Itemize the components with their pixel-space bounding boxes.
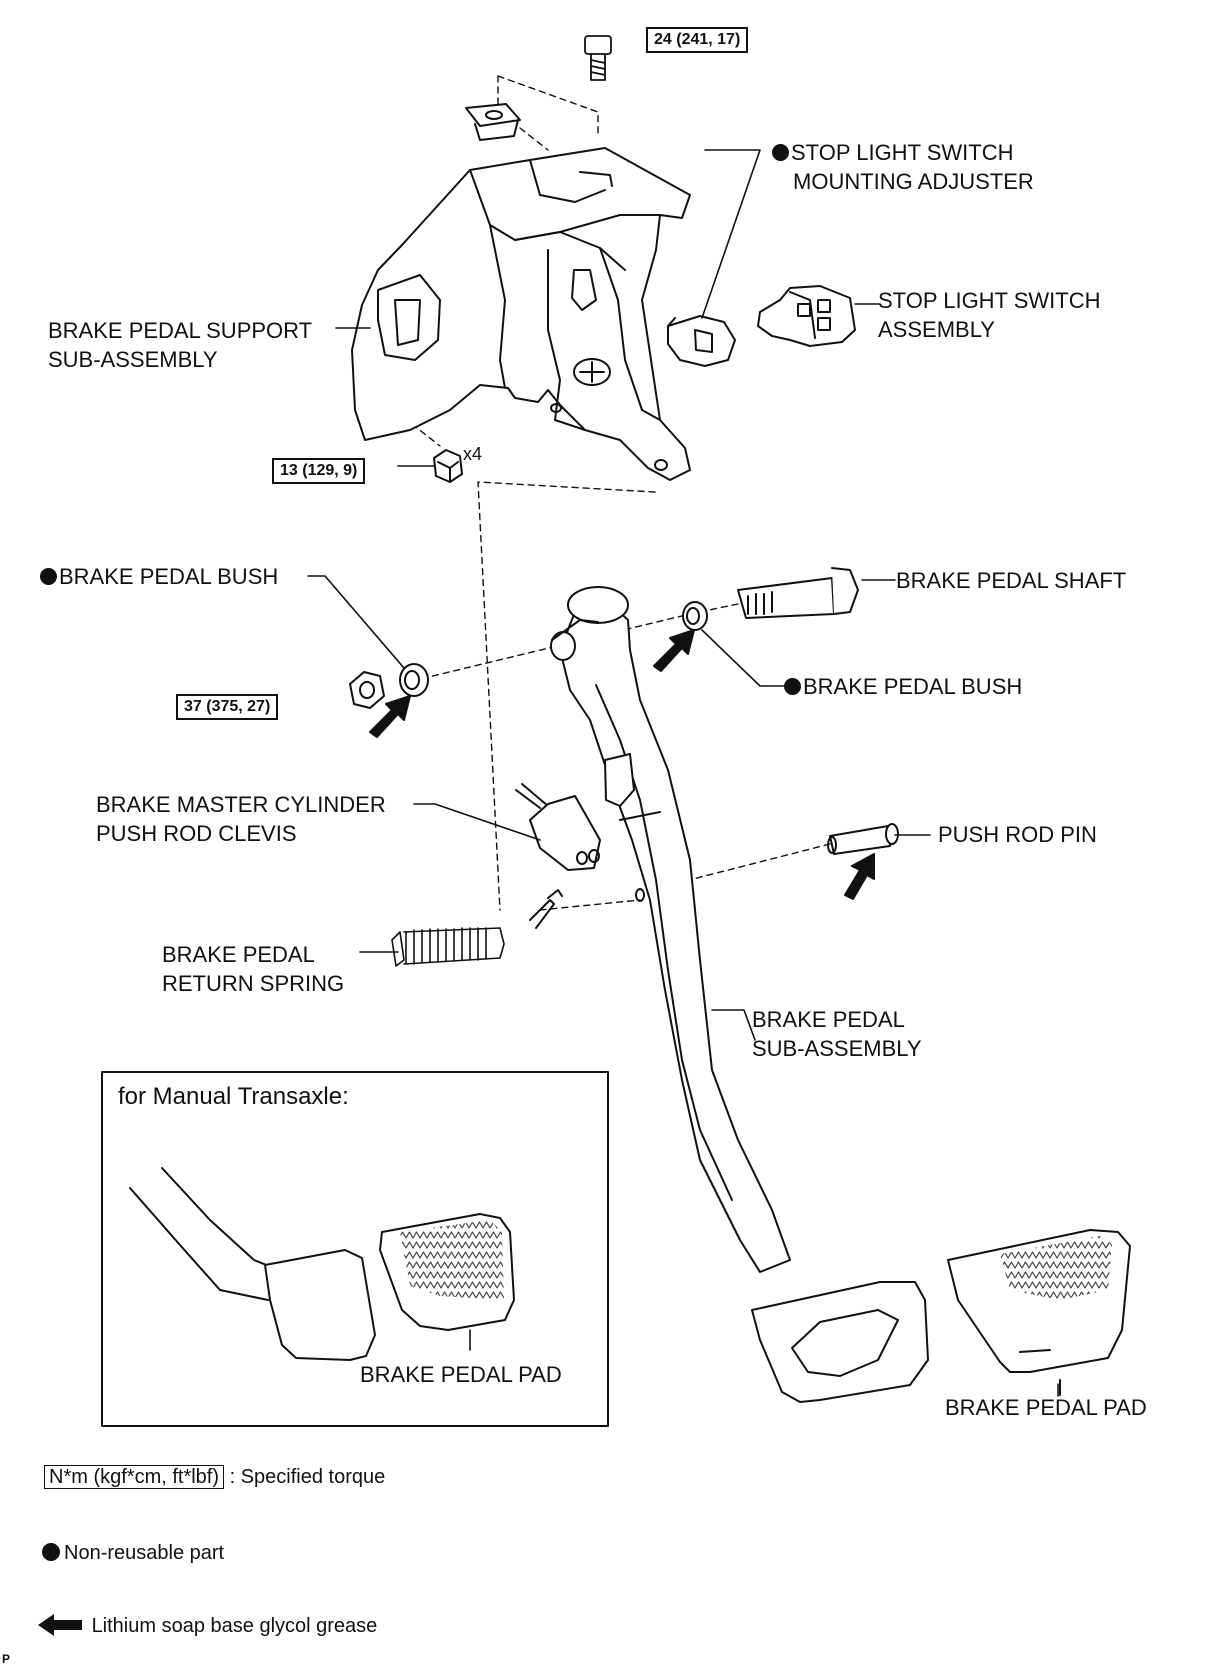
top-bolt-icon [584,35,612,81]
pedal-pad-loose-icon [947,1229,1131,1396]
grease-arrow-icon [844,853,875,900]
label-clevis: BRAKE MASTER CYLINDER PUSH ROD CLEVIS [96,792,386,846]
return-spring-icon [391,927,505,967]
legend-torque: N*m (kgf*cm, ft*lbf) : Specified torque [44,1464,385,1490]
torque-box-support-nuts: 13 (129, 9) [272,458,366,484]
stop-light-adjuster-icon [667,315,736,367]
corner-mark: P [2,1652,11,1666]
legend-grease: Lithium soap base glycol grease [36,1612,377,1639]
torque-box-shaft-nut: 37 (375, 27) [176,694,279,720]
grease-arrows [369,629,875,900]
bush-right-icon [682,601,708,631]
label-return-spring: BRAKE PEDAL RETURN SPRING [162,942,345,996]
label-pad-inset: BRAKE PEDAL PAD [360,1362,562,1387]
torque-box-top-bolt: 24 (241, 17) [646,27,749,53]
label-stop-light-switch: STOP LIGHT SWITCH ASSEMBLY [878,288,1101,342]
clip-nut-icon [465,103,521,141]
non-reusable-dot-icon [40,568,57,585]
brake-pedal-support-icon [351,147,691,481]
bush-left-icon [399,663,429,697]
brake-pedal-shaft-icon [737,567,859,619]
label-bush-right: BRAKE PEDAL BUSH [784,672,1022,701]
stop-light-switch-icon [757,285,856,347]
inset-frame [101,1071,609,1427]
quantity-label: x4 [463,444,483,464]
grease-arrow-icon [653,629,695,672]
non-reusable-dot-icon [42,1543,60,1561]
shaft-nut-icon [349,671,385,709]
label-shaft: BRAKE PEDAL SHAFT [896,568,1127,593]
clip-icon [529,889,563,929]
support-nut-icon [433,449,463,483]
legend-nonreusable: Non-reusable part [42,1540,224,1566]
inset-title: for Manual Transaxle: [118,1083,349,1110]
inset-pedals-icon [129,1167,515,1361]
label-pad-main: BRAKE PEDAL PAD [945,1395,1147,1420]
brake-pedal-arm-icon [550,586,791,1273]
label-support: BRAKE PEDAL SUPPORT SUB-ASSEMBLY [48,318,313,372]
label-bush-left: BRAKE PEDAL BUSH [40,562,278,591]
non-reusable-dot-icon [772,144,789,161]
label-push-rod-pin: PUSH ROD PIN [938,822,1097,847]
push-rod-pin-icon [827,823,899,855]
non-reusable-dot-icon [784,678,801,695]
grease-arrow-icon [369,695,411,738]
grease-arrow-icon [38,1614,82,1636]
pedal-pad-mounted-icon [751,1281,929,1403]
label-stop-light-adjuster: STOP LIGHT SWITCH MOUNTING ADJUSTER [772,138,1034,196]
legend-torque-unit: N*m (kgf*cm, ft*lbf) [44,1465,225,1489]
clevis-icon [515,783,601,871]
leader-lines [307,149,1059,1397]
label-pedal: BRAKE PEDAL SUB-ASSEMBLY [752,1007,922,1061]
legend-torque-text: : Specified torque [229,1466,386,1488]
